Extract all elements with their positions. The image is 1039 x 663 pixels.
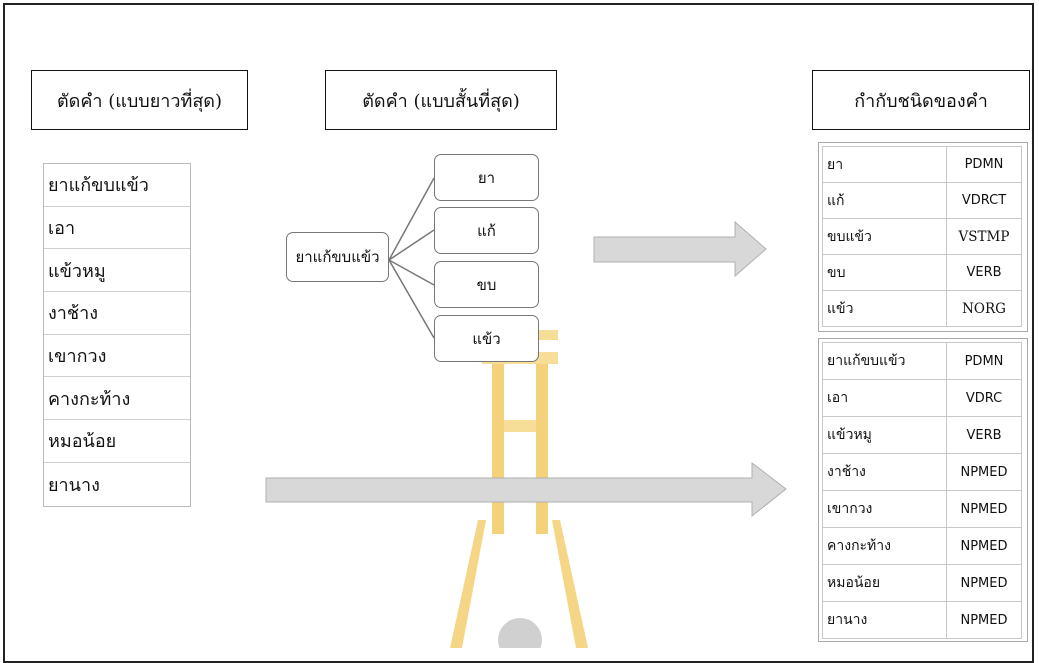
connectors-and-arrows [265,177,787,518]
list-item: เขากวง [44,335,190,378]
table-row: ยานาง NPMED [822,601,1022,639]
table-row: ขบแข้ว VSTMP [822,218,1022,255]
header-shortest-segmentation: ตัดคำ (แบบสั้นที่สุด) [325,70,557,130]
tag-table-long-frame [818,338,1028,642]
split-part-node: แข้ว [434,315,539,362]
tag-table-long: ยาแก้ขบแข้ว PDMN เอา VDRC แข้วหมู VERB ง… [822,342,1022,639]
header-longest-segmentation: ตัดคำ (แบบยาวที่สุด) [31,70,248,130]
longest-words-list: ยาแก้ขบแข้ว เอา แข้วหมู งาช้าง เขากวง คา… [43,163,191,507]
split-part-node: ขบ [434,261,539,308]
list-item: ยาแก้ขบแข้ว [44,164,190,207]
tag-word: คางกะท้าง [822,527,947,565]
table-row: หมอน้อย NPMED [822,564,1022,602]
tag-word: หมอน้อย [822,564,947,602]
split-part-node: ยา [434,154,539,201]
table-row: คางกะท้าง NPMED [822,527,1022,565]
tag-label: VSTMP [946,218,1022,255]
tag-word: แก้ [822,182,947,219]
list-item: งาช้าง [44,292,190,335]
split-connectors [388,177,435,339]
tag-word: ยาแก้ขบแข้ว [822,342,947,380]
tag-label: VERB [946,416,1022,454]
table-row: แก้ VDRCT [822,182,1022,219]
table-row: แข้ว NORG [822,290,1022,327]
tag-word: งาช้าง [822,453,947,491]
tag-table-short-frame [818,142,1028,332]
tag-word: ขบ [822,254,947,291]
table-row: เอา VDRC [822,379,1022,417]
header-pos-tagging: กำกับชนิดของคำ [812,70,1030,130]
tag-word: ยา [822,146,947,183]
tag-word: ยานาง [822,601,947,639]
list-item: คางกะท้าง [44,377,190,421]
tag-label: NPMED [946,564,1022,602]
tag-label: VDRCT [946,182,1022,219]
table-row: ยา PDMN [822,146,1022,183]
arrow-short-to-tags [593,220,767,278]
table-row: งาช้าง NPMED [822,453,1022,491]
table-row: ขบ VERB [822,254,1022,291]
split-part-node: แก้ [434,207,539,254]
list-item: เอา [44,207,190,250]
table-row: เขากวง NPMED [822,490,1022,528]
list-item: ยานาง [48,474,100,496]
tag-word: เอา [822,379,947,417]
table-row: ยาแก้ขบแข้ว PDMN [822,342,1022,380]
list-item: หมอน้อย [44,420,190,463]
tag-label: PDMN [946,146,1022,183]
list-item: แข้วหมู [44,249,190,293]
tag-table-short: ยา PDMN แก้ VDRCT ขบแข้ว VSTMP ขบ VERB แ… [822,146,1022,327]
tag-label: VDRC [946,379,1022,417]
tag-word: แข้ว [822,290,947,327]
tag-label: VERB [946,254,1022,291]
tag-label: PDMN [946,342,1022,380]
tag-label: NORG [946,290,1022,327]
tag-label: NPMED [946,490,1022,528]
tag-word: ขบแข้ว [822,218,947,255]
arrow-long-to-tags [265,461,787,518]
table-row: แข้วหมู VERB [822,416,1022,454]
tag-label: NPMED [946,453,1022,491]
split-source-node: ยาแก้ขบแข้ว [286,232,389,282]
tag-word: แข้วหมู [822,416,947,454]
tag-word: เขากวง [822,490,947,528]
tag-label: NPMED [946,527,1022,565]
tag-label: NPMED [946,601,1022,639]
